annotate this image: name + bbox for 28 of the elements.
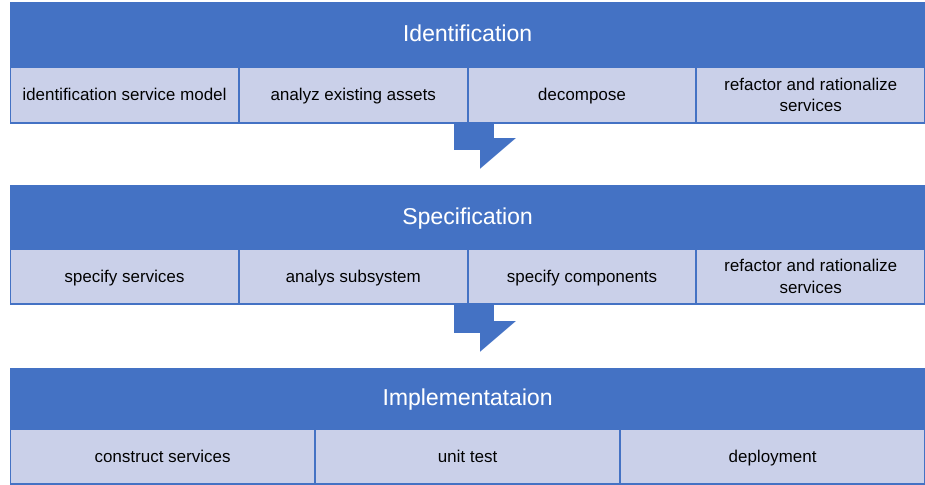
task-cell: [316, 430, 619, 483]
task-label: construct services: [94, 446, 231, 468]
task-cell: [11, 68, 238, 122]
task-cell: [468, 250, 696, 303]
task-cell: [697, 68, 924, 122]
task-cell: [11, 430, 314, 483]
task-cell: [240, 68, 466, 122]
task-label: specify services: [64, 266, 184, 288]
stage-title: Specification: [401, 202, 534, 230]
task-label: identification service model: [22, 84, 226, 106]
task-cell: [468, 68, 696, 122]
task-cell: [11, 250, 238, 303]
task-label: unit test: [438, 446, 498, 468]
task-label: refactor and rationalize services: [723, 255, 898, 298]
task-label: deployment: [728, 446, 816, 468]
stage-title: Identification: [402, 20, 534, 47]
task-cell: [697, 250, 924, 303]
task-label: specify components: [506, 266, 657, 288]
task-label: analys subsystem: [286, 266, 421, 288]
task-label: analyz existing assets: [270, 84, 436, 106]
stage-band: [10, 185, 925, 305]
stage-band: [10, 2, 925, 124]
task-cell: [621, 430, 924, 483]
stage-band: [10, 368, 925, 485]
stage-title: Implementataion: [381, 384, 554, 411]
task-cell: [240, 250, 466, 303]
task-label: refactor and rationalize services: [723, 74, 898, 116]
task-label: decompose: [538, 84, 626, 106]
